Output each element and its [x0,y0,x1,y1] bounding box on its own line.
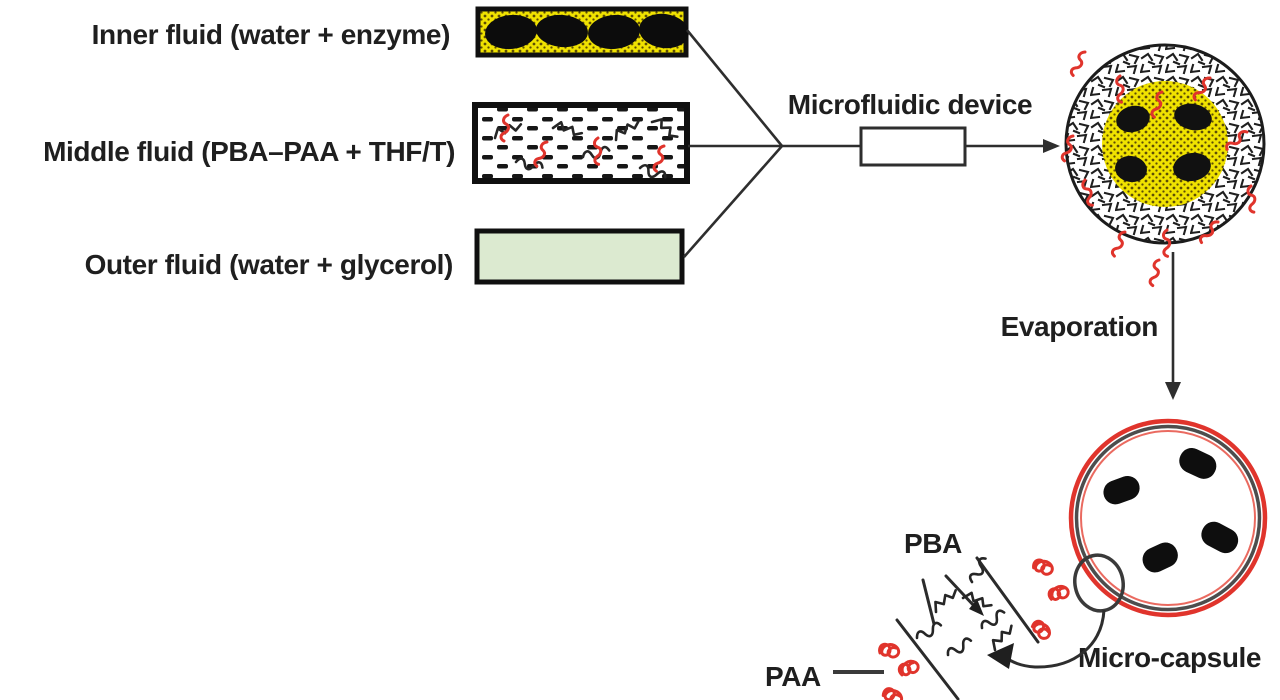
paa-coils-red [878,557,1072,700]
droplet-enzyme-blobs [1115,103,1212,183]
pba-pointer-line-2 [944,574,978,610]
inner-fluid-label: Inner fluid (water + enzyme) [92,19,450,50]
microfluidic-device-label: Microfluidic device [788,89,1032,120]
membrane-detail [833,555,1072,700]
zoom-arrowhead [987,643,1014,669]
inner-fluid-swatch [475,6,689,58]
middle-fluid-label: Middle fluid (PBA–PAA + THF/T) [43,136,455,167]
droplet-core [1102,81,1228,207]
capsule-gray-ring [1074,424,1262,612]
pba-pointer-arrowhead [969,599,984,616]
capsule-inner-red-ring [1080,430,1256,606]
capsule-enzyme-blobs [1103,448,1239,573]
outer-fluid-swatch [474,228,685,285]
evaporation-arrow [1165,252,1181,400]
middle-fluid-swatch [472,102,690,184]
membrane-slash-left [895,618,960,700]
paa-label: PAA [765,661,821,692]
pba-label: PBA [904,528,962,559]
evaporation-label: Evaporation [1001,311,1158,342]
pba-pointer-line [921,578,936,626]
membrane-slash-right [975,556,1040,644]
emulsion-droplet [1060,43,1266,288]
outer-fluid-label: Outer fluid (water + glycerol) [85,249,453,280]
enzyme-blobs [485,13,689,50]
zoom-arrow-curve [1004,609,1106,669]
capsule-outer-red-ring [1068,418,1268,618]
flow-lines [683,29,1048,258]
microcapsule-label: Micro-capsule [1078,642,1261,673]
microfluidic-device-box [859,126,967,167]
arrow-to-droplet [1043,139,1060,153]
micro-capsule [1068,418,1268,618]
